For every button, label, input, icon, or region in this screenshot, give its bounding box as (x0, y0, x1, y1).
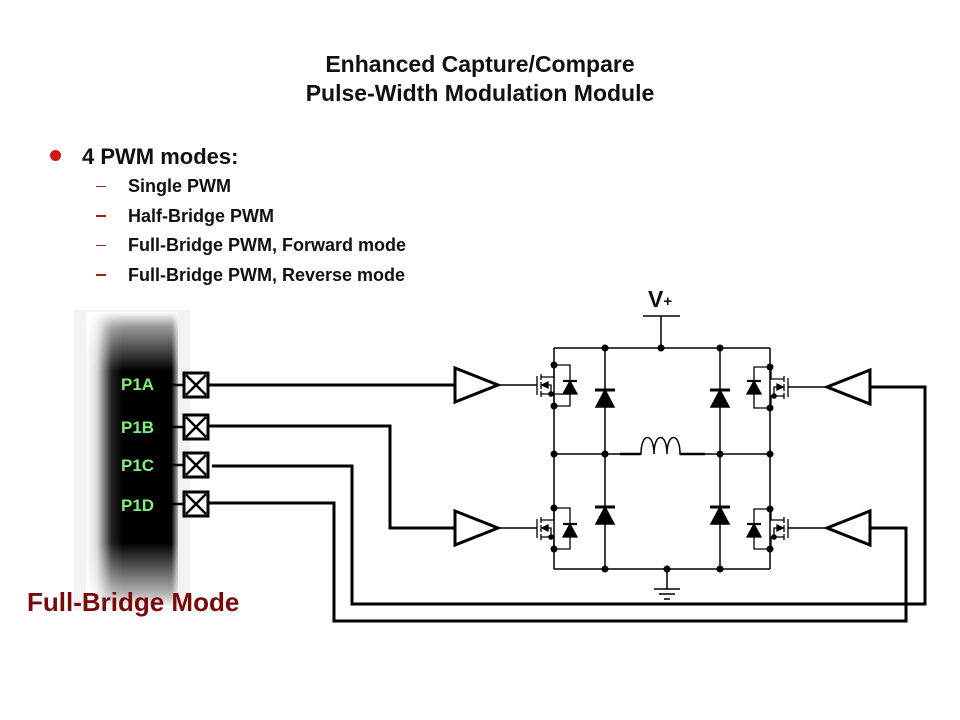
pwm-modes-list: Single PWM Half-Bridge PWM Full-Bridge P… (96, 172, 406, 290)
mosfet-upper-right-icon (745, 366, 789, 409)
pin-pad-p1b-icon (182, 413, 210, 441)
diode-upper-right-icon (709, 388, 731, 408)
bullet-main: 4 PWM modes: (50, 144, 238, 170)
wire-p1c (212, 385, 927, 606)
pin-pad-p1c-icon (182, 451, 210, 479)
mosfet-upper-left-icon (536, 364, 579, 407)
pic-chip (74, 310, 190, 610)
pwm-mode-item: Full-Bridge PWM, Forward mode (96, 231, 406, 261)
pin-pad-p1d-icon (182, 490, 210, 518)
pwm-mode-item: Half-Bridge PWM (96, 202, 406, 232)
wire-p1b (208, 424, 455, 530)
slide-title: Enhanced Capture/Compare Pulse-Width Mod… (0, 50, 960, 108)
mosfet-lower-right-icon (745, 508, 789, 550)
diode-lower-left-icon (594, 505, 616, 525)
h-bridge (553, 315, 771, 589)
bullet-main-label: 4 PWM modes: (82, 144, 239, 169)
mode-label: Full-Bridge Mode (27, 587, 240, 617)
pin-label-p1a: P1A (121, 375, 154, 394)
inductor-icon (620, 436, 686, 455)
mosfet-lower-left-icon (536, 507, 579, 550)
driver-b-icon (453, 508, 503, 548)
dash-icon (96, 185, 106, 187)
pwm-mode-item: Full-Bridge PWM, Reverse mode (96, 261, 406, 291)
pwm-mode-item: Single PWM (96, 172, 406, 202)
pin-pad-p1a-icon (182, 371, 210, 399)
dash-icon (96, 274, 106, 276)
junction-dots (548, 344, 777, 573)
supply-voltage-label: V+ (648, 286, 673, 312)
driver-c-icon (822, 367, 872, 407)
ground-icon (654, 588, 680, 600)
pin-label-p1b: P1B (121, 418, 154, 437)
driver-a-icon (453, 365, 503, 405)
diode-lower-right-icon (709, 505, 731, 525)
bullet-dot-icon (50, 150, 61, 161)
pin-label-p1c: P1C (121, 456, 154, 475)
diode-upper-left-icon (594, 388, 616, 408)
dash-icon (96, 215, 106, 217)
wire-p1d (208, 501, 908, 623)
title-line-1: Enhanced Capture/Compare (325, 51, 635, 77)
title-line-2: Pulse-Width Modulation Module (305, 80, 655, 106)
driver-d-icon (822, 508, 872, 548)
dash-icon (96, 244, 106, 246)
pin-label-p1d: P1D (121, 496, 154, 515)
